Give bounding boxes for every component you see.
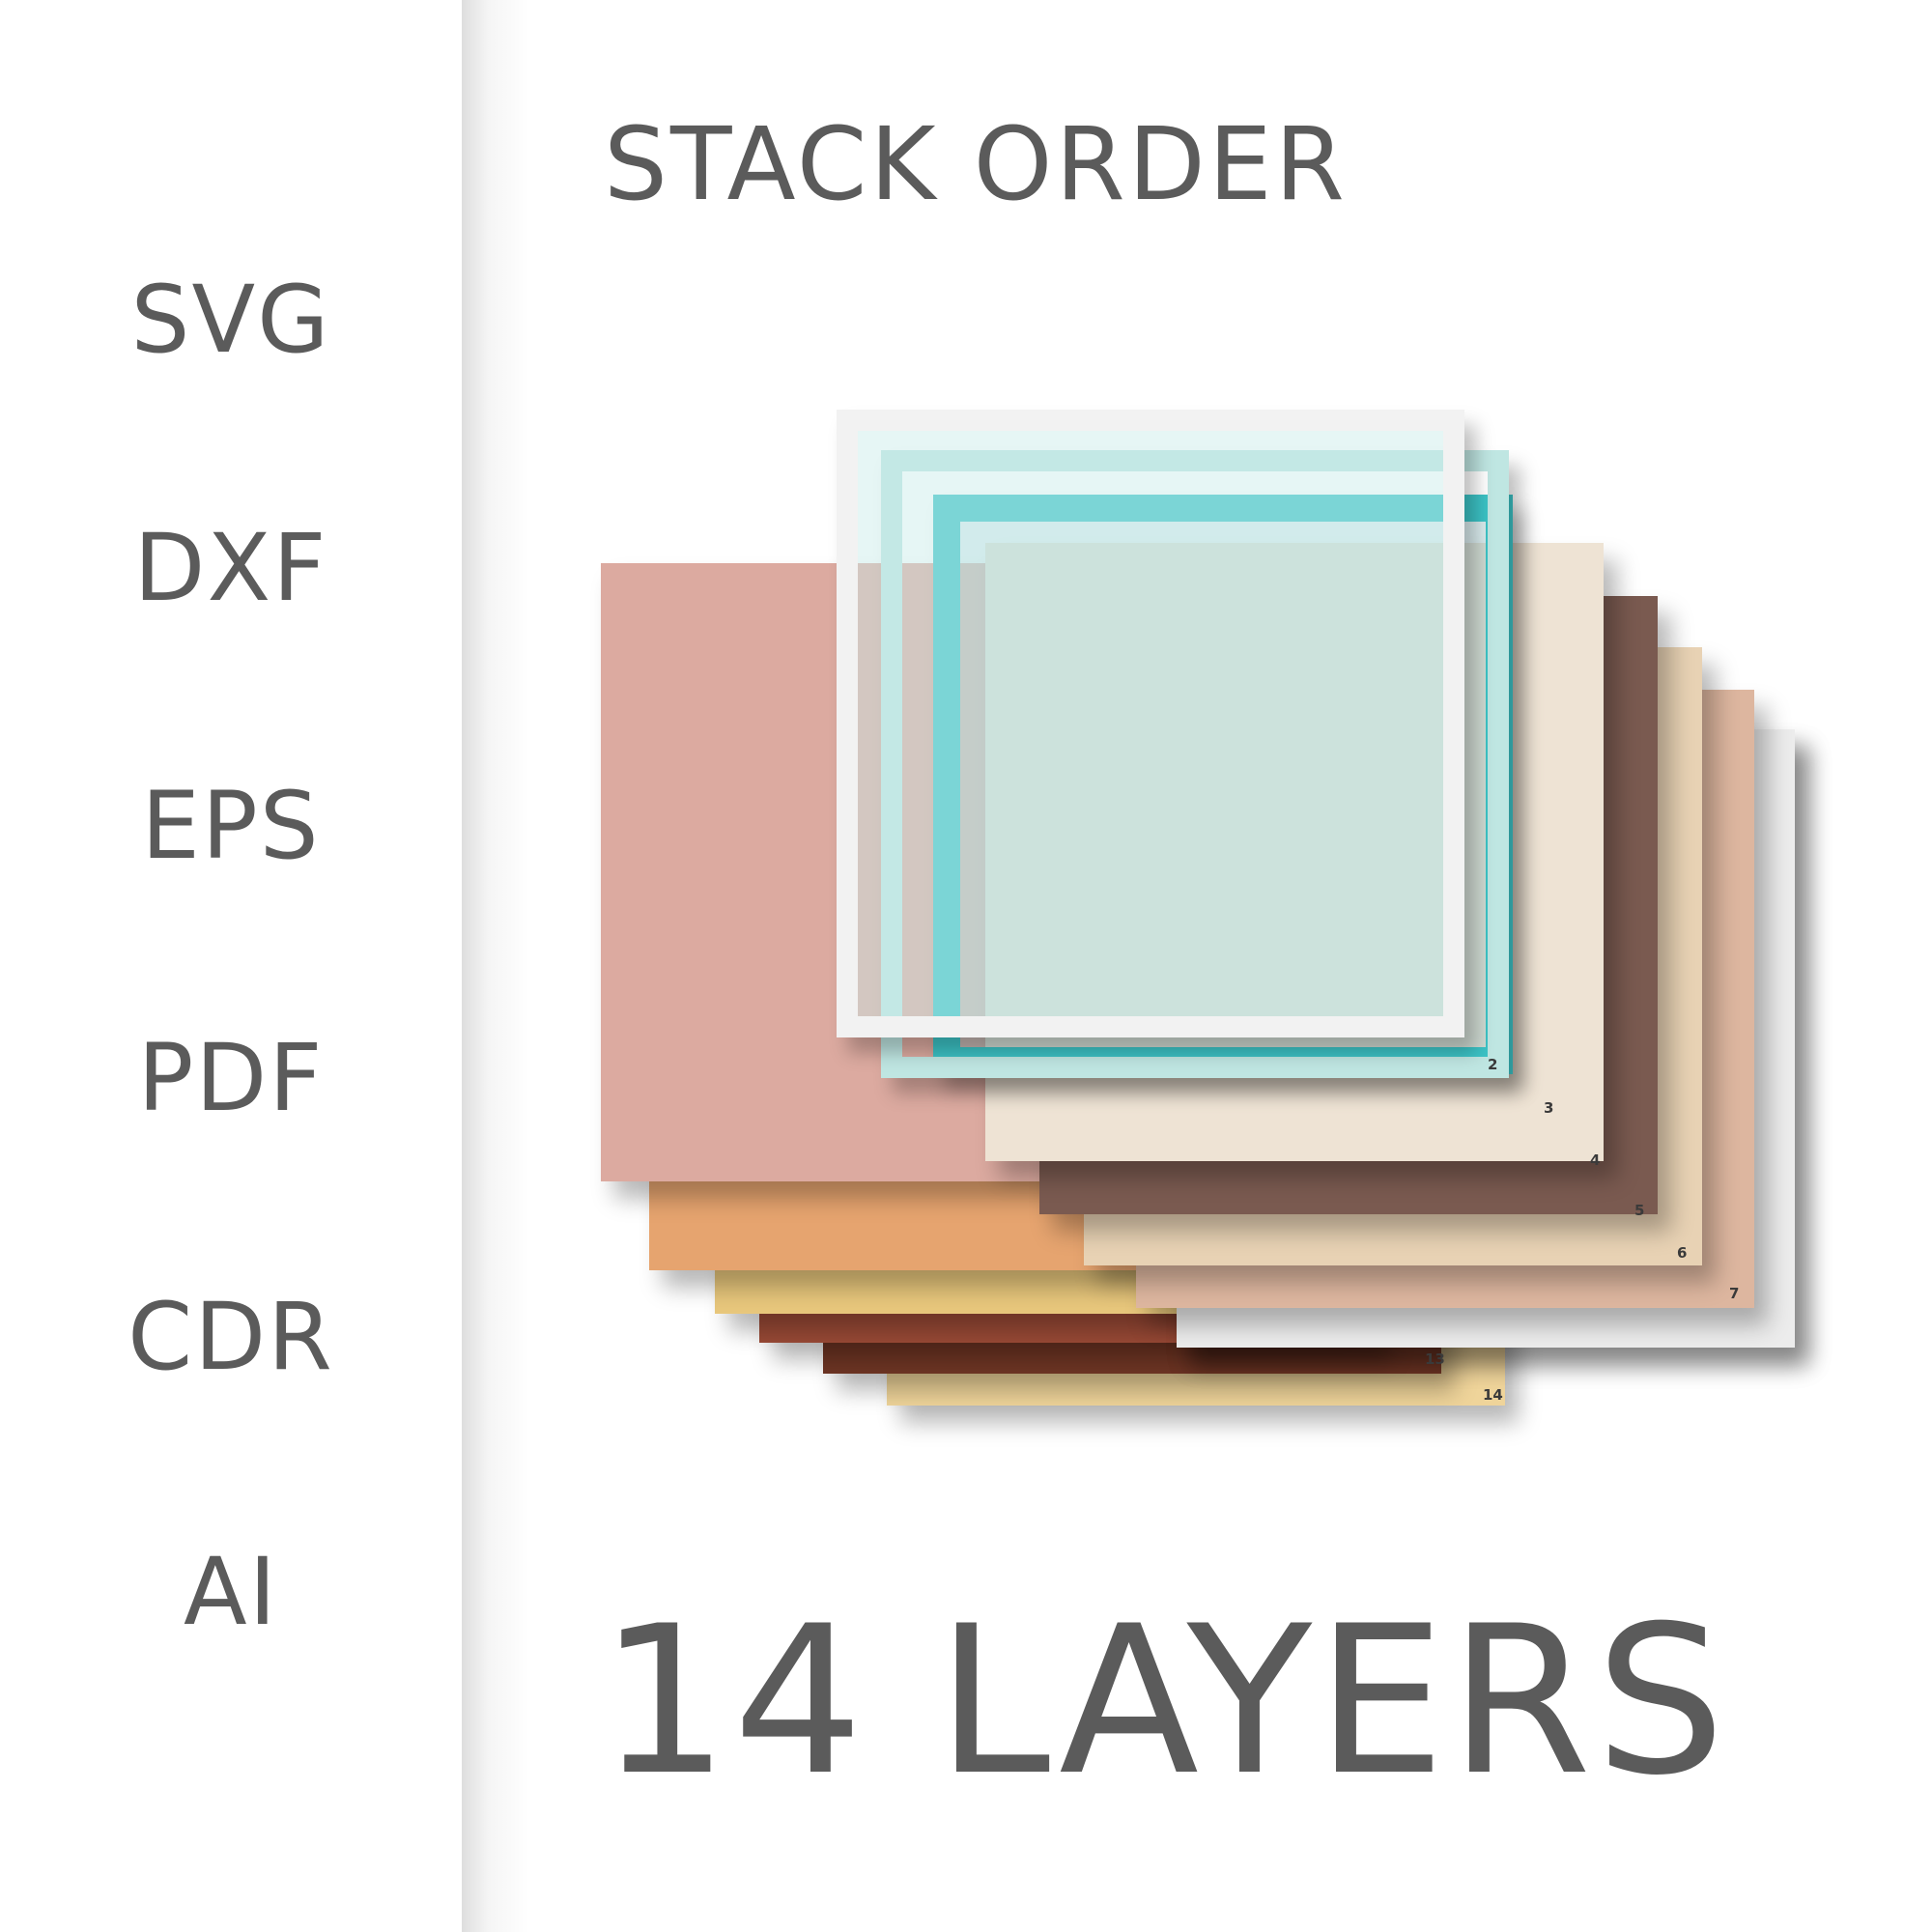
format-eps: EPS [141,772,321,880]
page-title: STACK ORDER [604,105,1348,223]
layer-number-3: 3 [1544,1099,1554,1117]
format-ai: AI [184,1538,278,1646]
format-sidebar: SVG DXF EPS PDF CDR AI [0,0,462,1932]
layer-number-2: 2 [1488,1056,1498,1073]
layer-frame-mint [881,450,1509,1078]
layer-count-title: 14 LAYERS [599,1581,1730,1820]
format-pdf: PDF [137,1024,325,1132]
layer-frame-white [837,410,1464,1037]
layer-number-13: 13 [1425,1350,1445,1368]
layer-number-14: 14 [1483,1386,1503,1404]
format-cdr: CDR [128,1283,334,1391]
format-dxf: DXF [133,514,328,622]
layer-number-6: 6 [1677,1244,1688,1262]
sidebar-shadow [462,0,529,1932]
layer-number-4: 4 [1590,1151,1601,1169]
layer-number-7: 7 [1729,1285,1740,1302]
format-svg: SVG [130,266,331,374]
layer-number-5: 5 [1634,1202,1645,1219]
